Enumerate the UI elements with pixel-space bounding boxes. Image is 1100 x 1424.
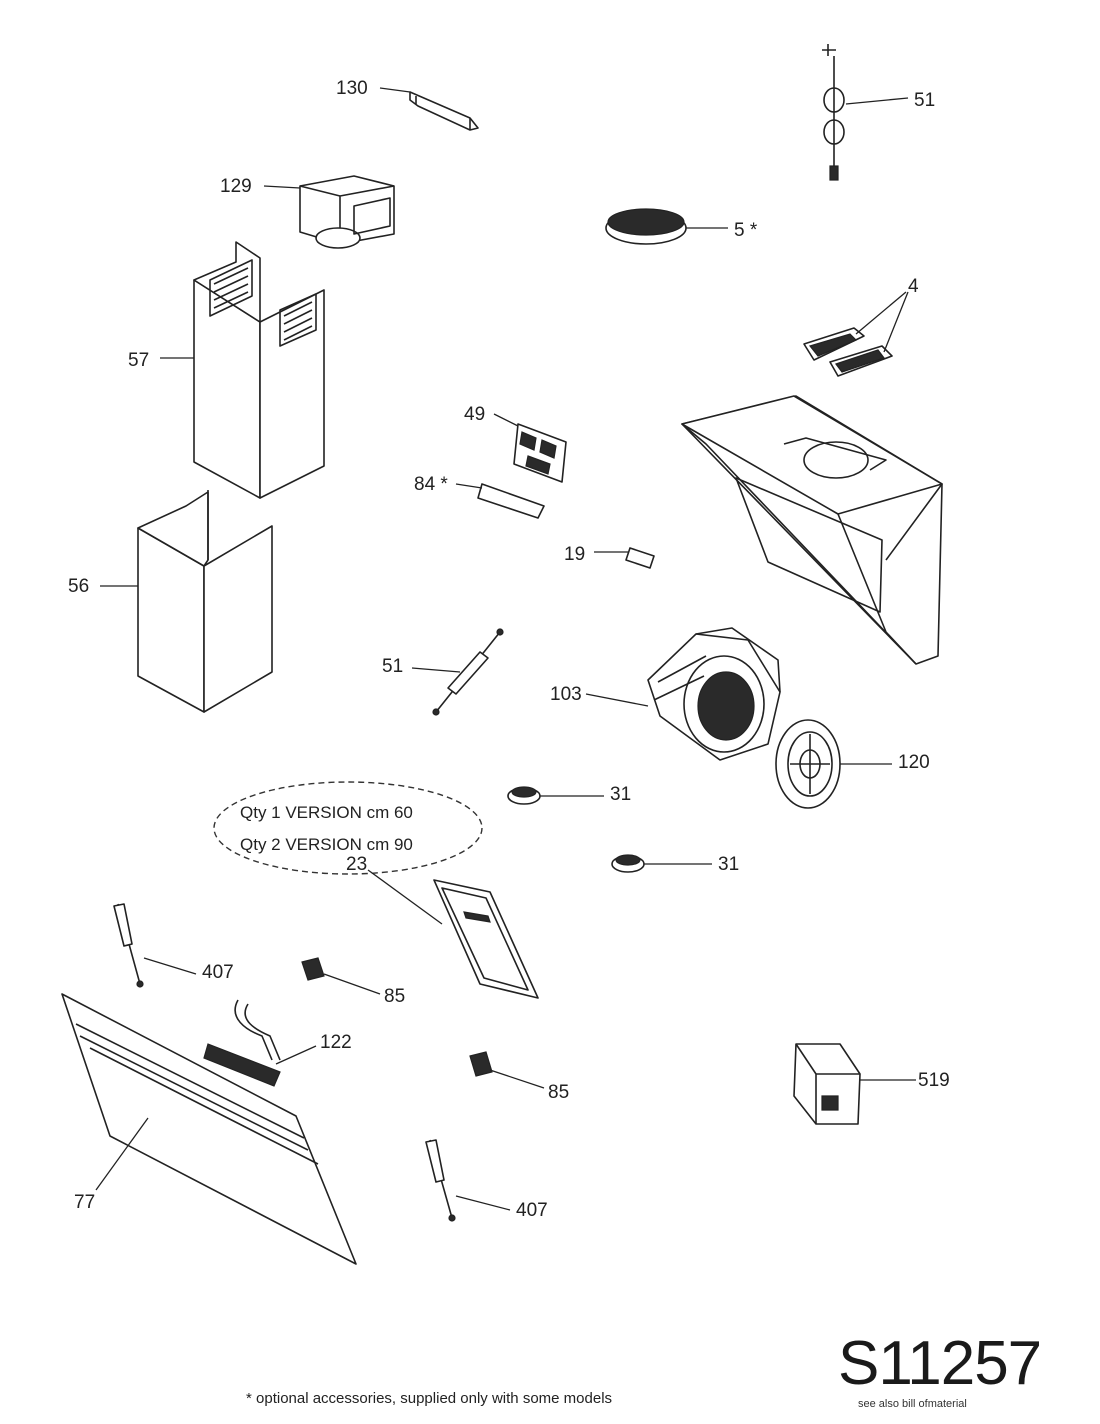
callout-129: 129	[220, 176, 252, 197]
part-23-grease-filter	[433, 879, 539, 999]
footnote: * optional accessories, supplied only wi…	[246, 1390, 613, 1407]
callout-519: 519	[918, 1070, 950, 1091]
callout-77: 77	[74, 1192, 95, 1213]
part-51-power-cable	[822, 44, 845, 181]
part-57-upper-chimney	[193, 241, 325, 499]
part-120-fan-grille	[775, 719, 841, 809]
part-31-grommet-lower	[611, 854, 645, 873]
callout-122: 122	[320, 1032, 352, 1053]
version-note-outline	[213, 781, 483, 875]
callout-56: 56	[68, 576, 89, 597]
callout-31-lower: 31	[718, 854, 739, 875]
part-5-carbon-filter	[605, 208, 687, 245]
part-19-lamp	[625, 547, 655, 569]
part-31-grommet-upper	[507, 786, 541, 805]
callout-130: 130	[336, 78, 368, 99]
callout-407-upper: 407	[202, 962, 234, 983]
part-130-bracket	[409, 91, 479, 131]
part-84-mount	[477, 483, 545, 519]
callout-103: 103	[550, 684, 582, 705]
callout-49: 49	[464, 404, 485, 425]
callout-57: 57	[128, 350, 149, 371]
callout-5: 5 *	[734, 220, 758, 241]
callout-407-lower: 407	[516, 1200, 548, 1221]
callout-31-upper: 31	[610, 784, 631, 805]
callout-51-top: 51	[914, 90, 935, 111]
part-129-outlet-adapter	[299, 175, 395, 249]
callout-4: 4	[908, 276, 919, 297]
part-122-led-bar	[203, 999, 281, 1087]
part-85-clip-upper	[301, 957, 325, 981]
callout-19: 19	[564, 544, 585, 565]
part-407-gas-strut-lower	[425, 1139, 456, 1222]
callout-51-mid: 51	[382, 656, 403, 677]
hood-body	[681, 395, 943, 665]
version-note-line1: Qty 1 VERSION cm 60	[240, 803, 413, 822]
callout-84: 84 *	[414, 474, 448, 495]
part-407-gas-strut-upper	[113, 903, 144, 988]
part-56-lower-chimney	[137, 490, 273, 713]
part-49-control-board	[513, 423, 567, 483]
part-85-clip-lower	[469, 1051, 493, 1077]
callout-85-upper: 85	[384, 986, 405, 1007]
drawing-subtitle: see also bill ofmaterial	[858, 1398, 967, 1410]
part-77-glass-panel	[61, 993, 357, 1265]
part-103-motor	[647, 627, 781, 761]
part-519-junction-box	[793, 1043, 861, 1125]
version-note-line2: Qty 2 VERSION cm 90	[240, 835, 413, 854]
part-4-lamp-covers	[803, 327, 893, 377]
drawing-code: S11257	[838, 1329, 1042, 1398]
callout-85-lower: 85	[548, 1082, 569, 1103]
part-51-gas-spring	[432, 628, 504, 716]
callout-23: 23	[346, 854, 367, 875]
callout-120: 120	[898, 752, 930, 773]
